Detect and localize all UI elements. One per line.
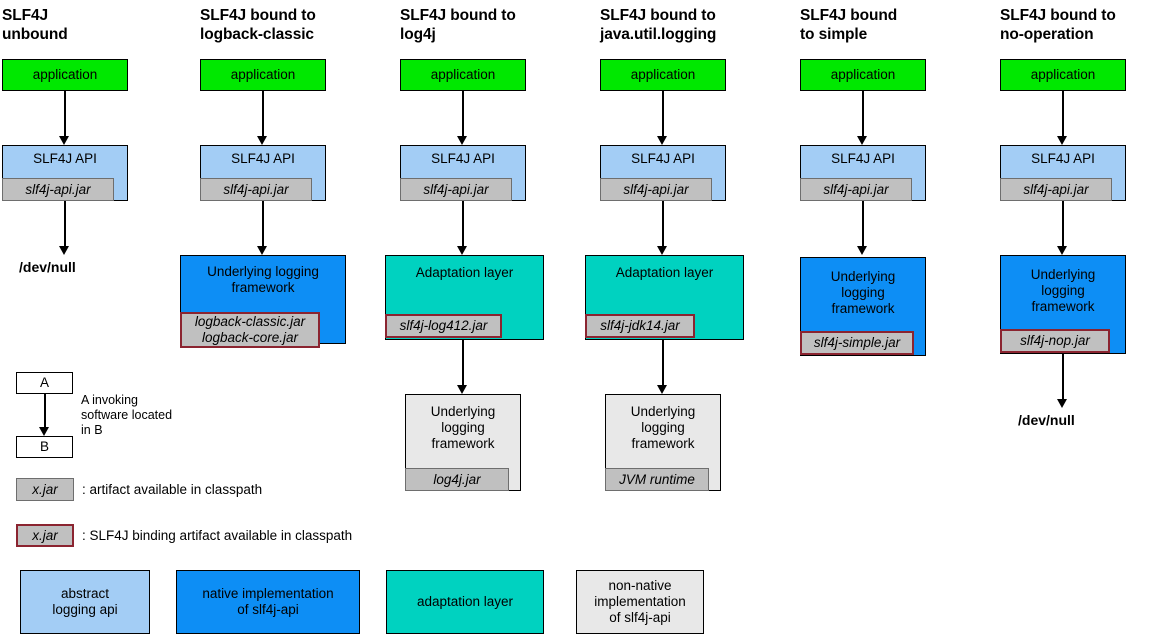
node-label: application (1030, 67, 1096, 82)
jar-chip-slf4j-simple-binding: slf4j-simple.jar (800, 331, 914, 355)
jar-chip-slf4j-log412-binding: slf4j-log412.jar (385, 314, 502, 338)
legend-swatch-label: abstract logging api (52, 586, 118, 617)
legend-node-a: A (16, 372, 73, 394)
arrow-adaptation-to-framework-log4j (457, 340, 468, 394)
node-application-nop: application (1000, 59, 1126, 91)
legend-swatch-native-implementation: native implementation of slf4j-api (176, 570, 360, 634)
jar-chip-slf4j-nop-binding: slf4j-nop.jar (1000, 329, 1110, 353)
legend-swatch-label: adaptation layer (416, 594, 514, 609)
arrow-application-to-api-logback (257, 91, 268, 145)
legend-swatch-non-native-implementation: non-native implementation of slf4j-api (576, 570, 704, 634)
jar-chip-jvm-runtime: JVM runtime (605, 468, 709, 491)
legend-chip-binding-artifact: x.jar (16, 524, 74, 547)
node-application-jul: application (600, 59, 726, 91)
arrow-application-to-api-simple (857, 91, 868, 145)
legend-binding-artifact-caption: : SLF4J binding artifact available in cl… (82, 528, 353, 543)
arrow-api-to-framework-simple (857, 201, 868, 255)
node-label: Adaptation layer (615, 265, 714, 280)
legend-chip-artifact: x.jar (16, 478, 74, 501)
column-title-log4j: SLF4J bound to log4j (400, 7, 516, 43)
terminal-devnull-nop: /dev/null (1018, 412, 1075, 428)
arrow-api-to-adaptation-log4j (457, 201, 468, 255)
legend-node-b-label: B (39, 439, 49, 454)
node-label: SLF4J API (631, 151, 695, 166)
jar-chip-slf4j-api-logback: slf4j-api.jar (200, 178, 312, 201)
node-label: SLF4J API (231, 151, 295, 166)
column-title-java-util-logging: SLF4J bound to java.util.logging (600, 7, 717, 43)
arrow-api-to-framework-logback (257, 201, 268, 255)
node-label: application (430, 67, 496, 82)
jar-chip-slf4j-api-jul: slf4j-api.jar (600, 178, 712, 201)
arrow-application-to-api-log4j (457, 91, 468, 145)
node-label: SLF4J API (33, 151, 97, 166)
node-label: Underlying logging framework (430, 404, 496, 451)
node-application-log4j: application (400, 59, 526, 91)
legend-node-b: B (16, 436, 73, 458)
legend-artifact-caption: : artifact available in classpath (82, 482, 263, 497)
arrow-api-to-devnull-unbound (59, 201, 70, 255)
node-label: Underlying logging framework (830, 269, 896, 316)
jar-chip-slf4j-api-unbound: slf4j-api.jar (2, 178, 114, 201)
column-title-logback-classic: SLF4J bound to logback-classic (200, 7, 316, 43)
node-label: application (32, 67, 98, 82)
arrow-api-to-adaptation-jul (657, 201, 668, 255)
jar-chip-slf4j-api-simple: slf4j-api.jar (800, 178, 912, 201)
arrow-api-to-framework-nop (1057, 201, 1068, 255)
node-application-logback: application (200, 59, 326, 91)
legend-swatch-label: native implementation of slf4j-api (202, 586, 334, 617)
legend-swatch-label: non-native implementation of slf4j-api (594, 578, 686, 625)
legend-arrow-a-to-b (39, 394, 50, 436)
jar-chip-slf4j-jdk14-binding: slf4j-jdk14.jar (585, 314, 695, 338)
legend-node-a-label: A (39, 375, 49, 390)
terminal-devnull-unbound: /dev/null (19, 259, 76, 275)
arrow-application-to-api-unbound (59, 91, 70, 145)
legend-swatch-adaptation-layer: adaptation layer (386, 570, 544, 634)
column-title-simple: SLF4J bound to simple (800, 7, 898, 43)
node-label: SLF4J API (1031, 151, 1095, 166)
node-label: Underlying logging framework (630, 404, 696, 451)
jar-chip-logback-binding: logback-classic.jar logback-core.jar (180, 312, 320, 348)
node-label: SLF4J API (431, 151, 495, 166)
arrow-framework-to-devnull-nop (1057, 354, 1068, 408)
arrow-adaptation-to-framework-jul (657, 340, 668, 394)
jar-chip-slf4j-api-nop: slf4j-api.jar (1000, 178, 1112, 201)
node-label: Underlying logging framework (1030, 267, 1096, 314)
node-label: application (630, 67, 696, 82)
node-application-unbound: application (2, 59, 128, 91)
node-label: SLF4J API (831, 151, 895, 166)
arrow-application-to-api-nop (1057, 91, 1068, 145)
arrow-application-to-api-jul (657, 91, 668, 145)
jar-chip-log4j: log4j.jar (405, 468, 509, 491)
node-application-simple: application (800, 59, 926, 91)
node-label: Adaptation layer (415, 265, 514, 280)
jar-chip-slf4j-api-log4j: slf4j-api.jar (400, 178, 512, 201)
legend-invocation-caption: A invoking software located in B (81, 393, 173, 437)
node-label: application (830, 67, 896, 82)
column-title-unbound: SLF4J unbound (2, 7, 68, 43)
node-label: Underlying logging framework (207, 264, 319, 295)
column-title-no-operation: SLF4J bound to no-operation (1000, 7, 1116, 43)
node-label: application (230, 67, 296, 82)
legend-swatch-abstract-logging-api: abstract logging api (20, 570, 150, 634)
